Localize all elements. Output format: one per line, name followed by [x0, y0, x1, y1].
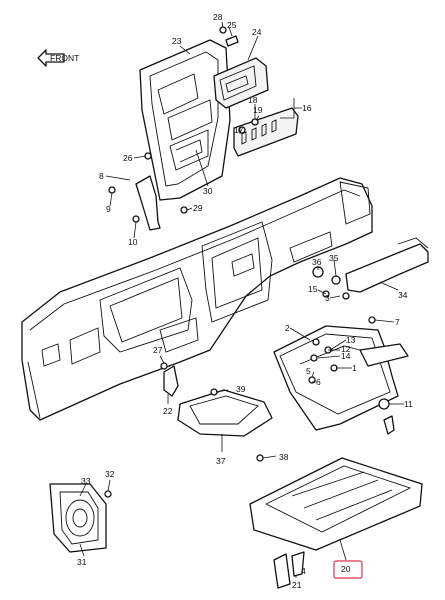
callout-19: 19 — [253, 105, 263, 115]
callout-8: 8 — [99, 171, 104, 181]
callout-15: 15 — [308, 284, 318, 294]
callout-22: 22 — [163, 406, 173, 416]
callout-9: 9 — [106, 204, 111, 214]
callout-13: 13 — [346, 335, 356, 345]
radio-panel — [213, 57, 269, 109]
callout-27: 27 — [153, 345, 163, 355]
callout-31: 31 — [77, 557, 87, 567]
callout-20: 20 — [341, 564, 351, 574]
speaker — [49, 483, 107, 553]
front-arrow-icon: FRONT — [37, 49, 79, 67]
front-marker-label: FRONT — [50, 53, 79, 63]
instrument-panel — [21, 177, 373, 421]
callout-7: 7 — [395, 317, 400, 327]
callout-12: 12 — [341, 344, 351, 354]
callout-25: 25 — [227, 20, 237, 30]
callout-17: 17 — [234, 125, 244, 135]
callout-5: 5 — [306, 366, 311, 376]
callout-36: 36 — [312, 257, 322, 267]
callout-16: 16 — [302, 103, 312, 113]
callout-2: 2 — [285, 323, 290, 333]
callout-6: 6 — [316, 377, 321, 387]
callout-10: 10 — [128, 237, 138, 247]
callout-24: 24 — [252, 27, 262, 37]
fasteners — [104, 26, 395, 498]
bracket-22 — [163, 365, 179, 397]
reinforcement-pipe — [345, 237, 429, 293]
callout-32: 32 — [105, 469, 115, 479]
callout-34: 34 — [398, 290, 408, 300]
center-bezel — [139, 39, 231, 201]
callout-29: 29 — [193, 203, 203, 213]
switch-panel — [233, 107, 299, 157]
highlight-box-20 — [333, 560, 363, 579]
callout-labels: 28 25 23 24 18 19 16 17 26 8 9 30 29 10 … — [77, 12, 413, 590]
callout-23: 23 — [172, 36, 182, 46]
callout-1: 1 — [352, 363, 357, 373]
callout-11: 11 — [404, 399, 413, 409]
callout-3: 3 — [325, 293, 330, 303]
callout-14: 14 — [341, 351, 351, 361]
leader-lines — [79, 21, 404, 578]
callout-35: 35 — [329, 253, 339, 263]
callout-28: 28 — [213, 12, 223, 22]
pillar-trim — [135, 175, 161, 231]
callout-39: 39 — [236, 384, 246, 394]
callout-4: 4 — [301, 566, 306, 576]
callout-21: 21 — [292, 580, 302, 590]
callout-38: 38 — [279, 452, 289, 462]
callout-37: 37 — [216, 456, 226, 466]
callout-26: 26 — [123, 153, 133, 163]
glove-box — [273, 325, 409, 431]
lower-tray — [177, 389, 273, 437]
callout-33: 33 — [81, 476, 91, 486]
callout-30: 30 — [203, 186, 213, 196]
floor-board — [249, 457, 423, 589]
callout-18: 18 — [248, 95, 258, 105]
